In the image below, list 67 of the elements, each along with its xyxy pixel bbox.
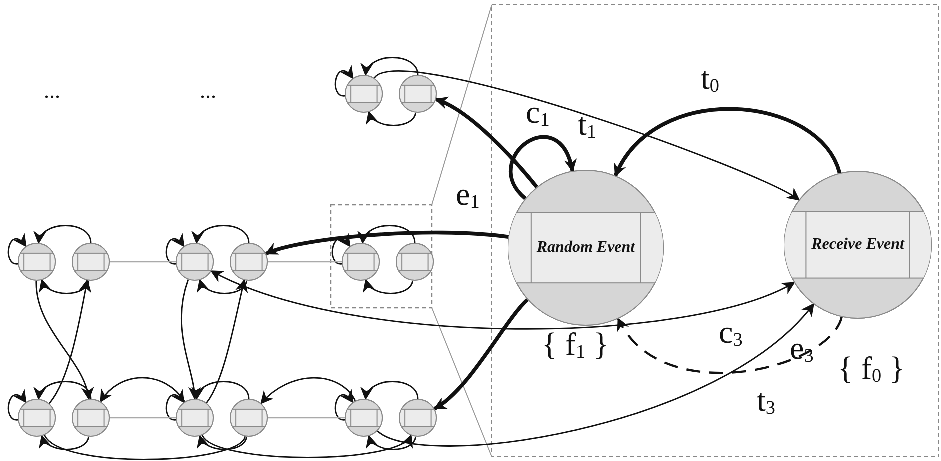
arrow xyxy=(434,298,530,411)
ellipsis: ... xyxy=(200,80,216,102)
arrow xyxy=(368,111,417,126)
state-circle xyxy=(18,399,56,437)
state-circle xyxy=(345,75,383,113)
self-loop-arrow xyxy=(509,135,576,200)
arrow xyxy=(194,225,250,244)
arrow xyxy=(36,280,94,400)
arrow xyxy=(362,57,419,76)
connector-line xyxy=(268,417,345,419)
arrow xyxy=(41,279,90,294)
state-circle xyxy=(399,399,437,437)
event-state-circle xyxy=(784,171,932,319)
self-loop-arrow xyxy=(332,233,351,265)
state-circle xyxy=(72,243,110,281)
arrow xyxy=(614,107,842,177)
connector-line xyxy=(268,261,342,263)
arrow xyxy=(48,279,92,404)
state-circle xyxy=(18,243,56,281)
arrow xyxy=(181,280,201,400)
self-loop-arrow xyxy=(334,65,354,97)
arrow xyxy=(264,230,509,256)
arrow xyxy=(365,279,414,294)
arrow xyxy=(41,435,90,450)
arrow xyxy=(368,435,417,450)
state-label: Random Event xyxy=(536,238,636,258)
arrow xyxy=(377,303,815,447)
set-label: { f$_{0}$ } xyxy=(838,352,905,386)
arrow xyxy=(199,435,248,450)
connector-line xyxy=(110,261,176,263)
arrow xyxy=(206,279,248,404)
arrow xyxy=(374,71,800,201)
connector-line xyxy=(110,417,176,419)
arrow xyxy=(210,270,796,330)
state-circle xyxy=(396,243,434,281)
variable-label: c$_{1}$ xyxy=(526,96,550,130)
state-label: Receive Event xyxy=(810,235,906,255)
self-loop-arrow xyxy=(166,233,185,265)
state-circle xyxy=(176,243,214,281)
arrow xyxy=(194,381,250,400)
arrow xyxy=(260,377,356,404)
state-circle xyxy=(176,399,214,437)
arrow xyxy=(202,434,412,458)
state-circle xyxy=(399,75,437,113)
variable-label: t$_{1}$ xyxy=(578,108,596,142)
arrow xyxy=(36,381,92,400)
state-circle xyxy=(230,399,268,437)
ellipsis: ... xyxy=(44,80,60,102)
connector-line xyxy=(44,434,246,460)
self-loop-arrow xyxy=(8,389,27,421)
self-loop-arrow xyxy=(166,389,185,421)
set-label: { f$_{1}$ } xyxy=(542,328,609,362)
arrow xyxy=(360,225,416,244)
event-state-circle xyxy=(508,170,664,326)
state-circle xyxy=(72,399,110,437)
variable-label: e$_{1}$ xyxy=(456,178,480,212)
state-circle xyxy=(345,399,383,437)
arrow xyxy=(100,377,186,403)
self-loop-arrow xyxy=(8,233,27,265)
arrow xyxy=(617,316,843,374)
arrow xyxy=(199,279,248,294)
state-circle xyxy=(230,243,268,281)
state-circle xyxy=(342,243,380,281)
self-loop-arrow xyxy=(334,389,354,421)
arrow xyxy=(36,225,92,244)
arrow xyxy=(362,381,419,400)
arrow xyxy=(434,98,538,188)
